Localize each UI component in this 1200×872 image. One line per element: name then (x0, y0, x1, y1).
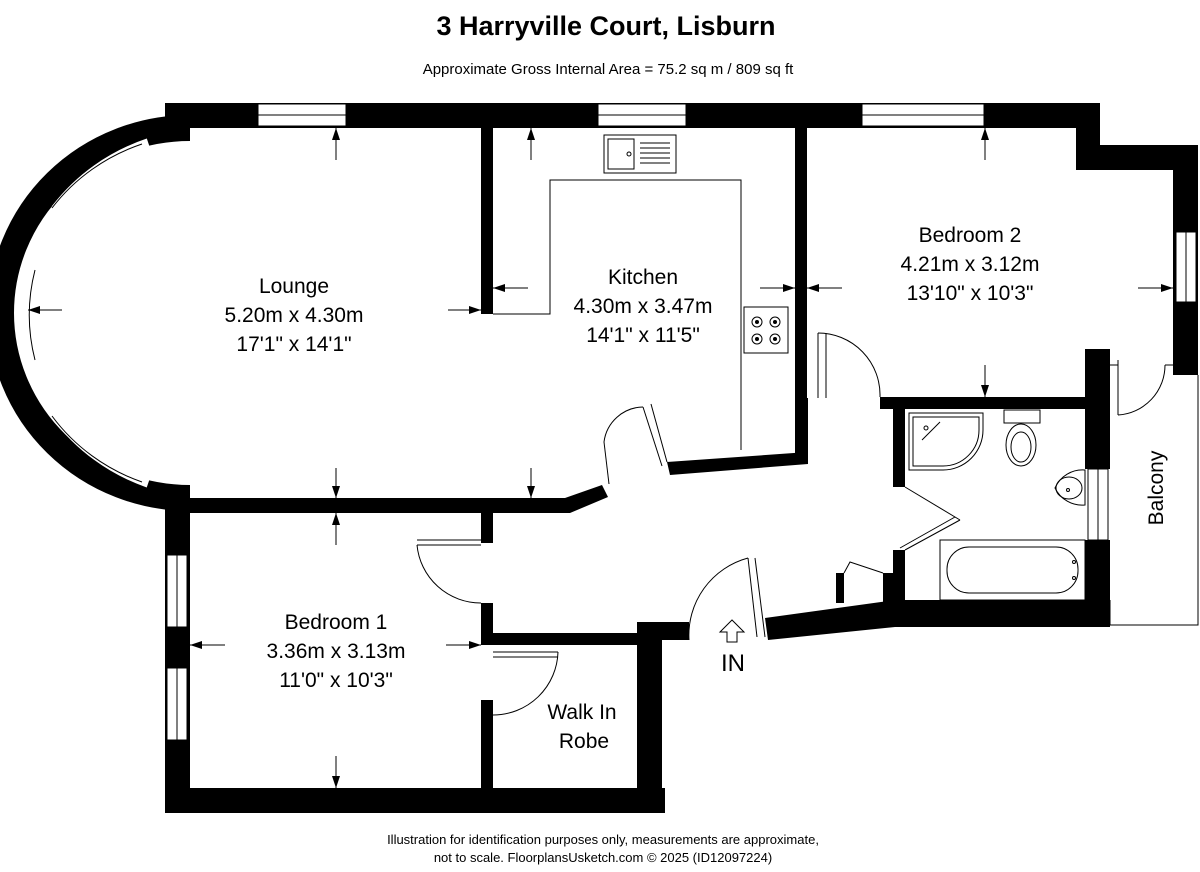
entrance-label: IN (721, 650, 745, 677)
room-name-line1: Walk In (547, 701, 616, 724)
walls (165, 103, 1198, 813)
room-imperial: 11'0" x 10'3" (279, 669, 393, 692)
room-name: Lounge (259, 275, 329, 298)
room-name: Bedroom 2 (919, 224, 1022, 247)
kitchen-fittings (493, 134, 789, 450)
basin-icon (1054, 469, 1086, 506)
entrance-arrow-icon (718, 619, 746, 643)
room-metric: 3.36m x 3.13m (267, 640, 406, 663)
balcony (1109, 375, 1199, 626)
room-imperial: 17'1" x 14'1" (236, 333, 351, 356)
plan-subtitle: Approximate Gross Internal Area = 75.2 s… (423, 61, 794, 78)
room-imperial: 13'10" x 10'3" (907, 282, 1034, 305)
bathroom-fittings (908, 409, 1086, 601)
disclaimer-line-2: not to scale. FloorplansUsketch.com © 20… (434, 850, 772, 865)
room-walk-in-robe: Walk In Robe (547, 701, 616, 753)
shower-icon (908, 412, 984, 471)
doors (416, 332, 1175, 716)
windows (166, 103, 1197, 741)
hob-icon (743, 306, 789, 354)
room-metric: 5.20m x 4.30m (225, 304, 364, 327)
room-name-line2: Robe (559, 730, 609, 753)
room-metric: 4.30m x 3.47m (574, 295, 713, 318)
room-bedroom-2: Bedroom 2 4.21m x 3.12m 13'10" x 10'3" (901, 224, 1040, 305)
room-metric: 4.21m x 3.12m (901, 253, 1040, 276)
dimension-arrows (28, 128, 1173, 788)
room-lounge: Lounge 5.20m x 4.30m 17'1" x 14'1" (225, 275, 364, 356)
room-imperial: 14'1" x 11'5" (586, 324, 700, 347)
disclaimer-line-1: Illustration for identification purposes… (387, 832, 819, 847)
sink-icon (603, 134, 677, 174)
room-name: Bedroom 1 (285, 611, 388, 634)
room-name: Kitchen (608, 266, 678, 289)
plan-title: 3 Harryville Court, Lisburn (436, 11, 775, 41)
bay-window (0, 115, 191, 511)
bath-icon (939, 539, 1086, 601)
room-bedroom-1: Bedroom 1 3.36m x 3.13m 11'0" x 10'3" (267, 611, 406, 692)
room-kitchen: Kitchen 4.30m x 3.47m 14'1" x 11'5" (574, 266, 713, 347)
balcony-label: Balcony (1145, 450, 1168, 525)
toilet-icon (1003, 409, 1041, 467)
